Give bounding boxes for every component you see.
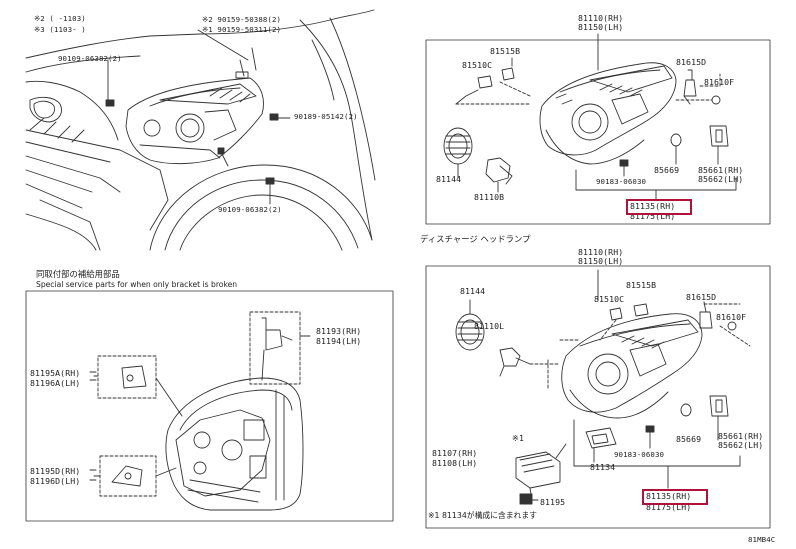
nut-label-90189-05142[interactable]: 90189-05142(2)	[294, 112, 358, 121]
part-label-81615d-2[interactable]: 81615D	[686, 292, 717, 302]
part-label-81515b-2[interactable]: 81515B	[626, 280, 657, 290]
part-label-81107-rh[interactable]: 81107(RH)	[432, 448, 478, 458]
part-label-90183-06030-2[interactable]: 90183-06030	[614, 450, 665, 459]
part-label-81196a-lh[interactable]: 81196A(LH)	[30, 378, 81, 388]
part-label-85661-rh[interactable]: 85661(RH)	[698, 165, 744, 175]
note-mark-1: ※1	[512, 433, 524, 443]
part-label-81110-rh[interactable]: 81110(RH)	[578, 13, 624, 23]
part-label-81193-rh[interactable]: 81193(RH)	[316, 326, 362, 336]
part-label-85662-lh[interactable]: 85662(LH)	[698, 174, 744, 184]
figure-id: 81MB4C	[748, 535, 776, 544]
part-label-81615d[interactable]: 81615D	[676, 57, 707, 67]
part-label-81110-rh-2[interactable]: 81110(RH)	[578, 247, 624, 257]
part-label-81175-lh-2[interactable]: 81175(LH)	[646, 502, 692, 512]
part-label-81144-2[interactable]: 81144	[460, 286, 486, 296]
part-label-81510c[interactable]: 81510C	[462, 60, 493, 70]
part-label-85662-lh-2[interactable]: 85662(LH)	[718, 440, 764, 450]
highlight-box-top	[626, 199, 692, 215]
part-label-81194-lh[interactable]: 81194(LH)	[316, 336, 362, 346]
part-label-81175-lh[interactable]: 81175(LH)	[630, 211, 676, 221]
part-label-85669-2[interactable]: 85669	[676, 434, 702, 444]
bolt-label-90159-50311[interactable]: ※1 90159-50311(2)	[202, 25, 282, 34]
part-label-81150-lh-2[interactable]: 81150(LH)	[578, 256, 624, 266]
part-label-81135-rh[interactable]: 81135(RH)	[630, 201, 676, 211]
part-label-81110b[interactable]: 81110B	[474, 192, 505, 202]
part-label-81108-lh[interactable]: 81108(LH)	[432, 458, 478, 468]
section-title-en: Special service parts for when only brac…	[36, 280, 238, 289]
halogen-headlamp-exploded	[443, 33, 737, 201]
note-model-years-1: ※2 ( -1103)	[34, 14, 86, 23]
part-label-81610f[interactable]: 81610F	[704, 77, 735, 87]
part-label-81134[interactable]: 81134	[590, 462, 616, 472]
part-label-81195[interactable]: 81195	[540, 497, 566, 507]
section-title-discharge: ディスチャージ ヘッドランプ	[420, 234, 531, 244]
section-title-jp: 同取付部の補給用部品	[36, 269, 120, 279]
clip-label-lower[interactable]: 90109-06382(2)	[218, 205, 282, 214]
bracket-kit-drawing	[89, 311, 311, 511]
part-label-81610f-2[interactable]: 81610F	[716, 312, 747, 322]
bolt-label-90159-50388[interactable]: ※2 90159-50388(2)	[202, 15, 282, 24]
highlight-box-bottom	[642, 489, 708, 505]
part-label-81510c-2[interactable]: 81510C	[594, 294, 625, 304]
part-label-85669[interactable]: 85669	[654, 165, 680, 175]
part-label-81110l[interactable]: 81110L	[474, 321, 505, 331]
part-label-81515b[interactable]: 81515B	[490, 46, 521, 56]
part-label-81144[interactable]: 81144	[436, 174, 462, 184]
footnote: ※1 81134が構成に含まれます	[428, 511, 537, 520]
car-front-drawing	[25, 9, 376, 251]
part-label-81195a-rh[interactable]: 81195A(RH)	[30, 368, 81, 378]
note-model-years-2: ※3 (1103- )	[34, 25, 86, 34]
part-label-90183-06030[interactable]: 90183-06030	[596, 177, 647, 186]
bottom-right-frame	[425, 265, 771, 529]
part-label-85661-rh-2[interactable]: 85661(RH)	[718, 431, 764, 441]
part-label-81196d-lh[interactable]: 81196D(LH)	[30, 476, 81, 486]
bottom-left-frame	[25, 290, 394, 522]
part-label-81195d-rh[interactable]: 81195D(RH)	[30, 466, 81, 476]
clip-label-upper[interactable]: 90109-06382(2)	[58, 54, 122, 63]
part-label-81150-lh[interactable]: 81150(LH)	[578, 22, 624, 32]
discharge-headlamp-exploded	[455, 269, 751, 505]
part-label-81135-rh-2[interactable]: 81135(RH)	[646, 491, 692, 501]
